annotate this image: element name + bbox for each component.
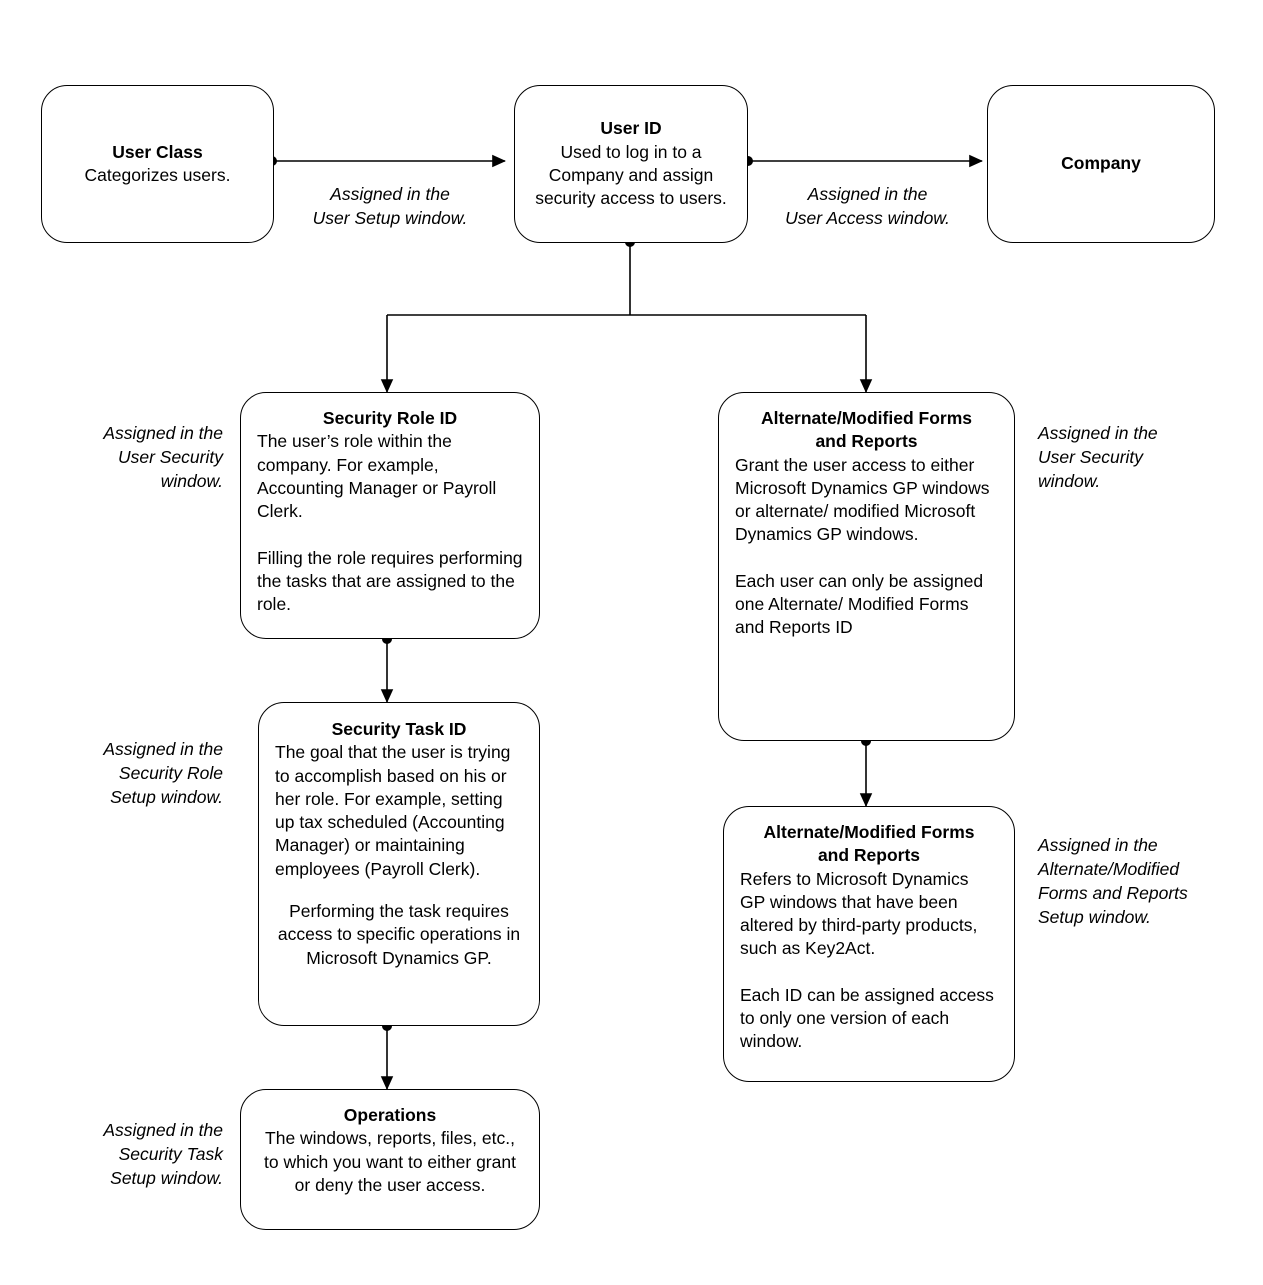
node-company[interactable]: Company: [987, 85, 1215, 243]
node-security-task-id-title: Security Task ID: [331, 719, 467, 739]
node-alternate-modified-bottom[interactable]: Alternate/Modified Forms and Reports Ref…: [723, 806, 1015, 1082]
edge-user-id-branch: [380, 237, 873, 393]
edge-user-class-to-user-id: [267, 154, 506, 168]
node-alternate-modified-bottom-body: Refers to Microsoft Dynamics GP windows …: [740, 868, 994, 1052]
edge-label-security-task-setup: Assigned in the Security Task Setup wind…: [103, 1120, 223, 1189]
node-security-task-id[interactable]: Security Task ID The goal that the user …: [258, 702, 540, 1026]
node-user-class-body: Categorizes users.: [84, 165, 231, 185]
node-operations[interactable]: Operations The windows, reports, files, …: [240, 1089, 540, 1230]
node-security-task-id-body-2: Performing the task requires access to s…: [277, 901, 521, 968]
node-user-class[interactable]: User Class Categorizes users.: [41, 85, 274, 243]
edge-altmod-top-to-bottom: [859, 736, 873, 807]
edge-label-user-setup: Assigned in the User Setup window.: [312, 184, 468, 229]
node-security-role-id-title: Security Role ID: [322, 408, 458, 428]
node-security-task-id-body: The goal that the user is trying to acco…: [275, 742, 511, 879]
edge-label-user-access: Assigned in the User Access window.: [785, 184, 950, 229]
node-user-id[interactable]: User ID Used to log in to a Company and …: [514, 85, 748, 243]
node-alternate-modified-top[interactable]: Alternate/Modified Forms and Reports Gra…: [718, 392, 1015, 741]
node-company-title: Company: [1061, 153, 1141, 174]
node-operations-title: Operations: [343, 1105, 437, 1125]
node-alternate-modified-top-body: Grant the user access to either Microsof…: [735, 454, 990, 638]
node-alternate-modified-bottom-title: Alternate/Modified Forms and Reports: [763, 822, 975, 866]
node-user-id-body: Used to log in to a Company and assign s…: [535, 141, 727, 209]
edge-label-user-security-right: Assigned in the User Security window.: [1038, 423, 1158, 492]
edge-label-security-role-setup: Assigned in the Security Role Setup wind…: [103, 739, 223, 808]
edge-label-alternate-modified-setup: Assigned in the Alternate/Modified Forms…: [1038, 835, 1188, 928]
node-security-role-id-body: The user’s role within the company. For …: [257, 431, 523, 615]
edge-label-user-security-left: Assigned in the User Security window.: [103, 423, 223, 492]
edge-task-to-operations: [380, 1021, 394, 1090]
node-user-class-title: User Class: [112, 141, 203, 162]
node-operations-body: The windows, reports, files, etc., to wh…: [264, 1128, 516, 1195]
edge-user-id-to-company: [743, 154, 983, 168]
node-security-role-id[interactable]: Security Role ID The user’s role within …: [240, 392, 540, 639]
node-alternate-modified-top-title: Alternate/Modified Forms and Reports: [761, 408, 972, 452]
edge-role-to-task: [380, 634, 394, 703]
node-user-id-title: User ID: [600, 118, 662, 139]
